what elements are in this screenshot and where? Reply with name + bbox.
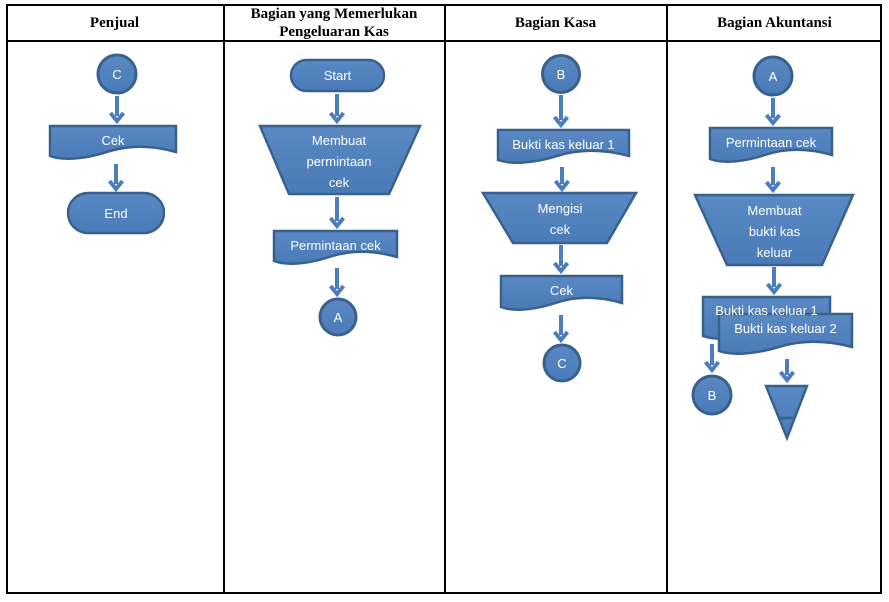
- arrow-permintaan-to-a: [328, 268, 346, 298]
- arrow-cek-to-end: [107, 164, 125, 193]
- document-cek-penjual: [48, 124, 178, 160]
- arrow-manual-to-permintaan: [328, 197, 346, 230]
- arrow-start-to-manual: [328, 94, 346, 125]
- connector-c-in-circle: [96, 53, 138, 95]
- connector-a-out-circle: [318, 297, 358, 337]
- manual-op-membuat-bukti-kas-keluar: [693, 193, 855, 267]
- connector-a-in-circle: [752, 55, 794, 97]
- terminator-end: [66, 191, 166, 235]
- manual-op-membuat-permintaan-cek: [258, 124, 422, 196]
- document-bukti-kas-keluar-1-kasa: [496, 128, 631, 164]
- archive-triangle: [764, 384, 809, 442]
- connector-c-out-circle: [542, 343, 582, 383]
- column-divider-3: [666, 4, 668, 594]
- document-permintaan-cek: [272, 229, 399, 265]
- column-divider-2: [444, 4, 446, 594]
- arrow-bkk2-to-archive: [778, 359, 796, 384]
- arrow-mengisi-to-cek: [552, 245, 570, 275]
- arrow-b-to-bkk1: [552, 95, 570, 129]
- arrow-bkk1-to-b: [703, 344, 721, 374]
- header-penjual: Penjual: [89, 15, 140, 31]
- arrow-bkk1-to-mengisi: [553, 167, 571, 193]
- arrow-c-to-cek: [108, 96, 126, 125]
- arrow-permintaan-to-membuat: [764, 167, 782, 194]
- header-bagian-akuntansi: Bagian Akuntansi: [717, 15, 832, 31]
- document-permintaan-cek-akuntansi: [708, 126, 834, 163]
- column-divider-1: [223, 4, 225, 594]
- arrow-a-to-permintaan: [764, 98, 782, 127]
- arrow-membuat-to-docs: [765, 267, 783, 296]
- connector-b-in-circle: [541, 54, 581, 94]
- document-cek-kasa: [499, 274, 624, 311]
- connector-b-out-circle: [691, 374, 733, 416]
- header-bagian-pengeluaran-kas: Bagian yang Memerlukan Pengeluaran Kas: [250, 6, 418, 40]
- terminator-start: [289, 58, 386, 93]
- manual-op-mengisi-cek: [480, 191, 639, 245]
- header-bagian-kasa: Bagian Kasa: [514, 15, 597, 31]
- arrow-cek-to-c: [552, 315, 570, 344]
- document-bukti-kas-keluar-2-akuntansi: [717, 312, 854, 355]
